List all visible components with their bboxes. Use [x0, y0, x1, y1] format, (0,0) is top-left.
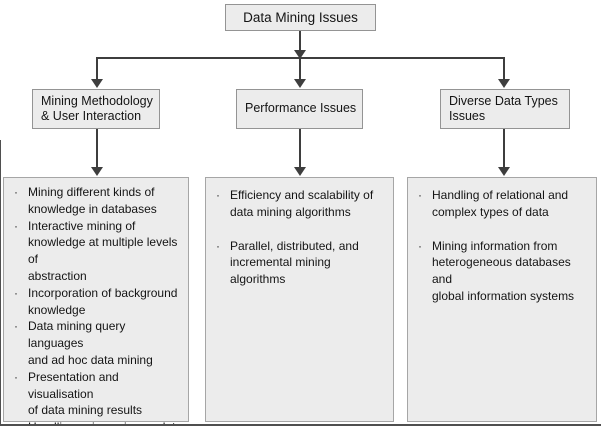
arrow-down-icon: [91, 79, 103, 88]
connector-line: [96, 59, 98, 79]
list-item: · Incorporation of background knowledge: [11, 285, 183, 319]
bullet-dot: ·: [11, 419, 28, 426]
connector-line: [299, 31, 301, 51]
list-item: · Interactive mining of knowledge at mul…: [11, 218, 183, 285]
image-edge-line-bottom: [0, 424, 601, 426]
image-edge-line-left: [0, 140, 1, 426]
list-item: · Presentation and visualisation of data…: [11, 369, 183, 419]
connector-line: [96, 57, 505, 59]
list-item: · Handling noisy or incomplete data: [11, 419, 183, 426]
arrow-down-icon: [498, 79, 510, 88]
list-item: · Efficiency and scalability of data min…: [213, 187, 388, 221]
connector-line: [96, 129, 98, 167]
branch-node-data-types: Diverse Data Types Issues: [440, 89, 570, 129]
branch-node-methodology: Mining Methodology & User Interaction: [32, 89, 160, 129]
root-node-label: Data Mining Issues: [243, 10, 358, 25]
bullet-dot: ·: [14, 185, 18, 199]
list-item: · Mining different kinds of knowledge in…: [11, 184, 183, 218]
list-item: · Handling of relational and complex typ…: [415, 187, 591, 221]
list-item: · Data mining query languages and ad hoc…: [11, 318, 183, 368]
connector-line: [503, 59, 505, 79]
branch-node-performance: Performance Issues: [236, 89, 363, 129]
arrow-down-icon: [294, 79, 306, 88]
connector-line: [503, 129, 505, 167]
arrow-down-icon: [294, 50, 306, 59]
bullet-dot: ·: [14, 369, 18, 384]
detail-box-data-types: · Handling of relational and complex typ…: [407, 177, 597, 422]
branch-node-label: Diverse Data Types Issues: [449, 93, 558, 124]
bullet-dot: ·: [216, 188, 220, 202]
bullet-dot: ·: [14, 319, 18, 334]
list-item: · Mining information from heterogeneous …: [415, 238, 591, 305]
bullet-dot: ·: [216, 238, 220, 253]
branch-node-label: Mining Methodology & User Interaction: [41, 93, 153, 124]
bullet-dot: ·: [418, 238, 422, 253]
bullet-dot: ·: [14, 218, 18, 233]
detail-box-methodology: · Mining different kinds of knowledge in…: [3, 177, 189, 426]
connector-line: [299, 59, 301, 79]
branch-node-label: Performance Issues: [245, 101, 357, 116]
bullet-dot: ·: [418, 188, 422, 202]
detail-box-performance: · Efficiency and scalability of data min…: [205, 177, 394, 422]
bullet-dot: ·: [14, 285, 18, 300]
arrow-down-icon: [294, 167, 306, 176]
root-node: Data Mining Issues: [225, 4, 376, 31]
list-item: · Parallel, distributed, and incremental…: [213, 238, 388, 288]
arrow-down-icon: [498, 167, 510, 176]
connector-line: [299, 129, 301, 167]
arrow-down-icon: [91, 167, 103, 176]
